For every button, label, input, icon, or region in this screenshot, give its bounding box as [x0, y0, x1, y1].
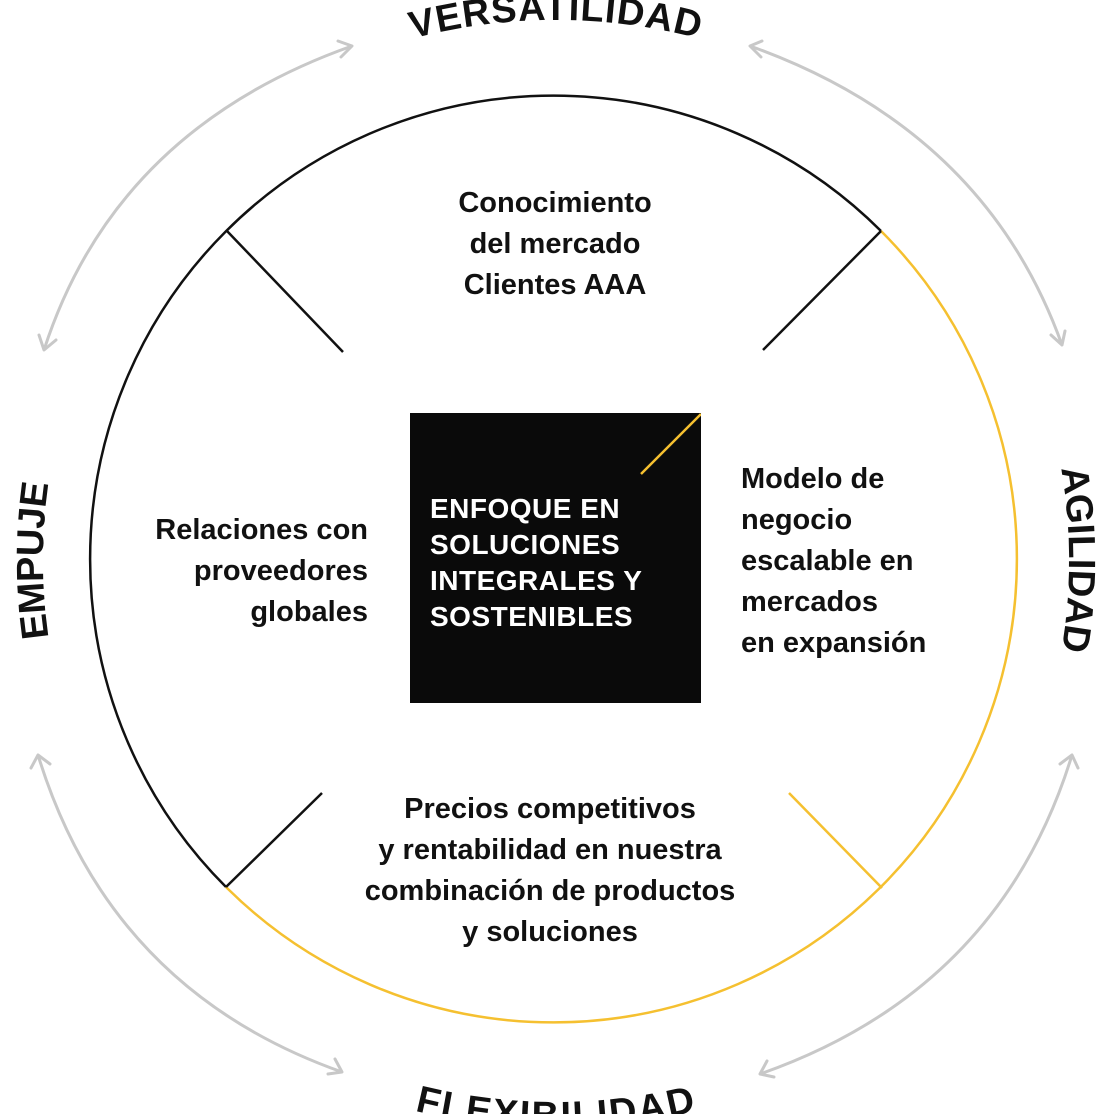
- segment-right-line: Modelo de: [741, 463, 885, 495]
- label-versatilidad: VERSATILIDAD: [405, 0, 707, 47]
- segment-right-line: en expansión: [741, 627, 927, 659]
- center-accent-icon: [640, 413, 701, 475]
- segment-bottom-line: y soluciones: [462, 916, 638, 948]
- label-empuje: EMPUJE: [10, 478, 58, 641]
- center-title: ENFOQUE EN SOLUCIONES INTEGRALES Y SOSTE…: [430, 491, 642, 635]
- divider-top-right: [762, 230, 882, 351]
- segment-right-line: escalable en: [741, 545, 914, 577]
- arrowhead-icon: [748, 39, 764, 59]
- segment-top-line: Conocimiento: [458, 187, 652, 219]
- arrowhead-icon: [1049, 329, 1067, 347]
- arrowheads: [29, 39, 1080, 1079]
- arrowhead-icon: [37, 333, 58, 352]
- segment-left-line: Relaciones con: [155, 514, 368, 546]
- segment-top-text: Conocimiento del mercado Clientes AAA: [380, 183, 730, 306]
- segment-top-line: Clientes AAA: [463, 269, 647, 301]
- arrow-top-left: [42, 44, 353, 351]
- center-title-line: INTEGRALES Y: [430, 565, 643, 596]
- divider-bottom-right: [788, 792, 883, 889]
- segment-right-line: negocio: [741, 504, 853, 536]
- center-title-line: SOSTENIBLES: [430, 601, 634, 632]
- segment-top-line: del mercado: [469, 228, 641, 260]
- segment-right-text: Modelo de negocio escalable en mercados …: [741, 459, 981, 664]
- segment-left-text: Relaciones con proveedores globales: [100, 510, 368, 633]
- segment-bottom-line: combinación de productos: [364, 875, 736, 907]
- segment-bottom-line: Precios competitivos: [404, 793, 696, 825]
- cycle-arrows: [36, 44, 1074, 1076]
- arrow-top-right: [749, 44, 1064, 346]
- divider-top-left: [226, 230, 344, 353]
- segment-left-line: globales: [250, 596, 368, 628]
- segment-bottom-text: Precios competitivos y rentabilidad en n…: [320, 789, 780, 953]
- label-agilidad: AGILIDAD: [1052, 464, 1102, 657]
- arrowhead-icon: [336, 39, 354, 59]
- circle-dark-arc: [88, 94, 882, 888]
- arrowhead-icon: [758, 1059, 776, 1079]
- arrow-bottom-right: [759, 754, 1074, 1076]
- arrowhead-icon: [326, 1057, 344, 1076]
- segment-right-line: mercados: [741, 586, 879, 618]
- label-flexibilidad: FLEXIBILIDAD: [413, 1079, 700, 1114]
- segment-bottom-line: y rentabilidad en nuestra: [378, 834, 722, 866]
- center-title-line: ENFOQUE EN: [430, 493, 621, 524]
- divider-bottom-left: [225, 792, 323, 888]
- arrowhead-icon: [1058, 753, 1080, 770]
- arrowhead-icon: [29, 753, 52, 770]
- segment-left-line: proveedores: [193, 555, 368, 587]
- arrow-bottom-left: [36, 754, 343, 1074]
- center-focus-box: ENFOQUE EN SOLUCIONES INTEGRALES Y SOSTE…: [410, 413, 701, 703]
- center-title-line: SOLUCIONES: [430, 529, 621, 560]
